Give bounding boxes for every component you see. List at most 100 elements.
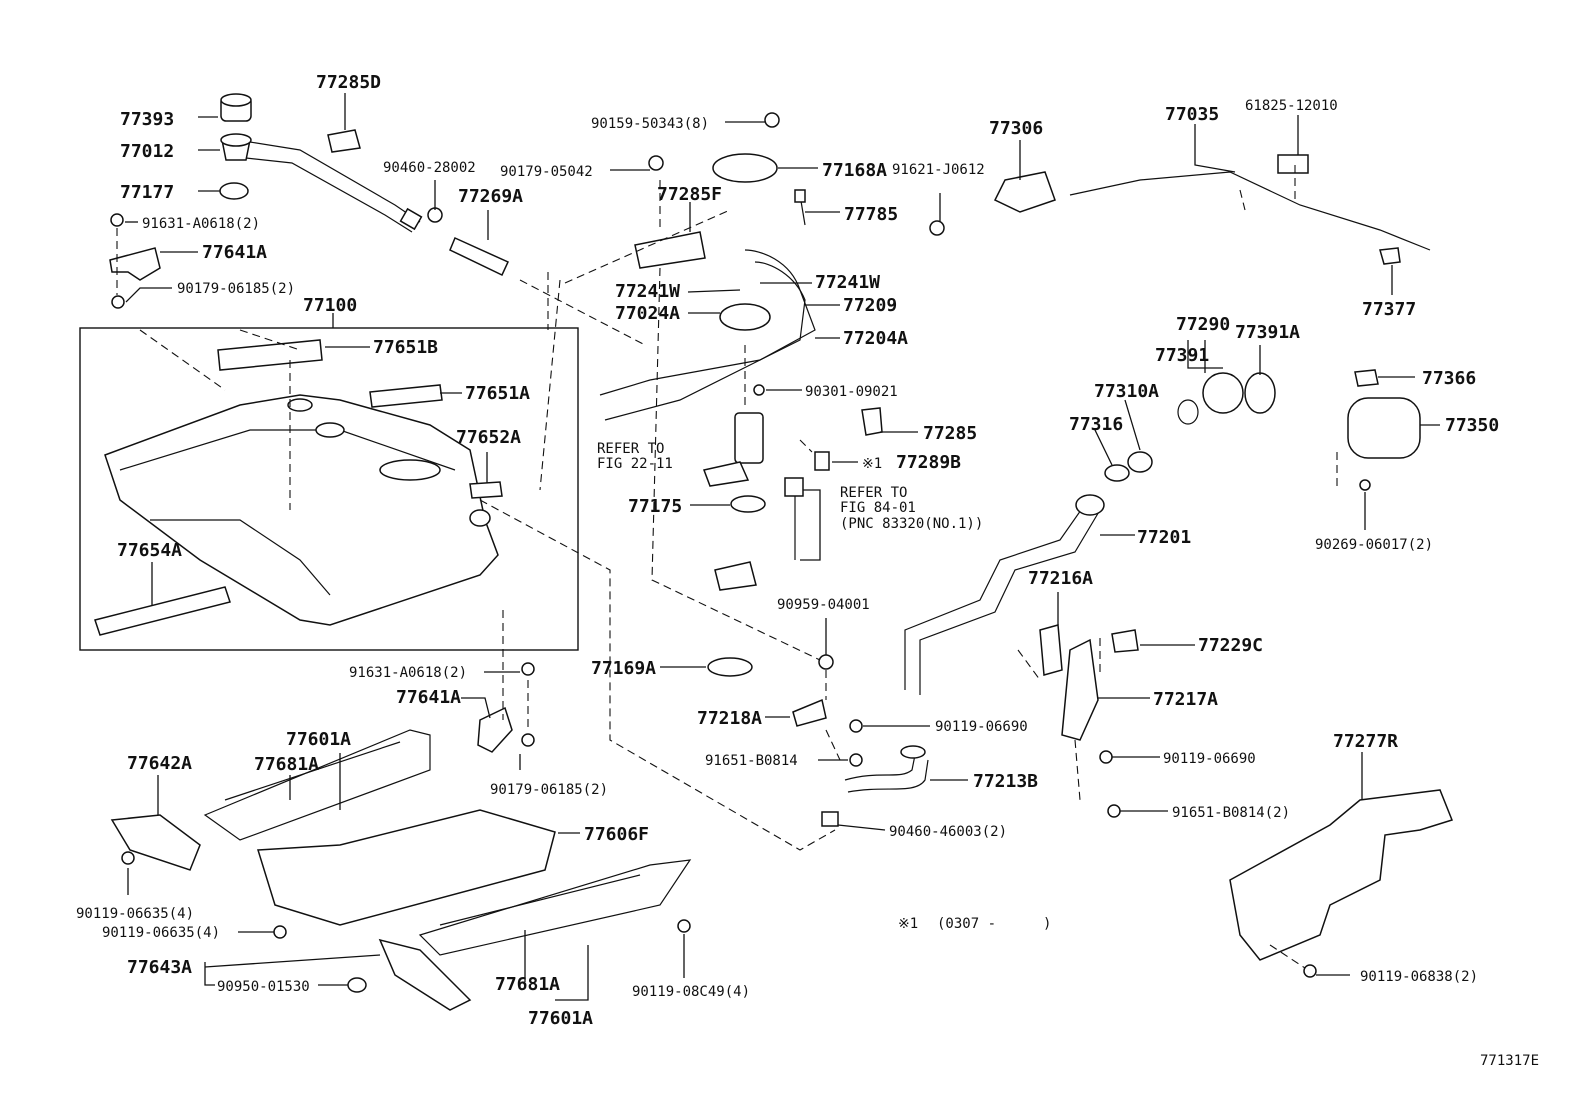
lock-77306-drawing	[993, 171, 1056, 213]
ring-77391-drawing	[1177, 399, 1199, 425]
label-77391a: 77391A	[1235, 322, 1300, 343]
strap-77601a-top-drawing	[203, 729, 431, 841]
label-77216a: 77216A	[1028, 568, 1093, 589]
bracket-top-drawing	[109, 247, 161, 281]
insulator-77652a-drawing	[469, 481, 503, 499]
parts-drawings	[79, 93, 1453, 1011]
label-77024a: 77024A	[615, 303, 680, 324]
label-77204a: 77204A	[843, 328, 908, 349]
clip-77229c-drawing	[1111, 629, 1139, 653]
nut-top-drawing	[111, 295, 125, 309]
part-labels: 77393 77285D 77012 77177 91631-A0618(2) …	[76, 72, 1539, 1069]
label-77201: 77201	[1137, 527, 1191, 548]
label-90179-06185-mid: 90179-06185(2)	[490, 782, 608, 798]
label-77229c: 77229C	[1198, 635, 1263, 656]
label-77209: 77209	[843, 295, 897, 316]
filter-drawing	[702, 461, 750, 487]
filler-neck-drawing	[220, 133, 423, 233]
cap-77290-drawing	[1202, 372, 1244, 414]
label-90179-05042: 90179-05042	[500, 164, 593, 180]
label-90119-06838: 90119-06838(2)	[1360, 969, 1478, 985]
bracket-77216a-drawing	[1039, 624, 1063, 676]
refer-fig-22-11-line1: REFER TO	[597, 441, 664, 457]
label-77290: 77290	[1176, 314, 1230, 335]
label-91631-a0618-mid: 91631-A0618(2)	[349, 665, 467, 681]
note-date-range: (0307 -	[937, 916, 996, 932]
label-77012: 77012	[120, 141, 174, 162]
label-90269-06017: 90269-06017(2)	[1315, 537, 1433, 553]
clip-90959-drawing	[818, 654, 834, 670]
bracket-77218a-drawing	[792, 698, 827, 727]
label-90119-06690-left: 90119-06690	[935, 719, 1028, 735]
label-77652a: 77652A	[456, 427, 521, 448]
note-close-paren: )	[1043, 916, 1051, 932]
label-77218a: 77218A	[697, 708, 762, 729]
clip-77285d-drawing	[327, 129, 361, 153]
bolt-91651b-drawing	[1107, 804, 1121, 818]
label-mark-1: ※1	[862, 456, 882, 472]
bolt-mid-drawing	[521, 662, 535, 676]
fuel-tank-drawing	[104, 394, 499, 626]
hose-77213b-drawing	[844, 754, 916, 781]
tube-77209-drawing	[599, 249, 816, 396]
bracket-77285-drawing	[861, 407, 883, 436]
label-90119-08c49: 90119-08C49(4)	[632, 984, 750, 1000]
label-77100: 77100	[303, 295, 357, 316]
label-91651-b0814-2: 91651-B0814(2)	[1172, 805, 1290, 821]
bolt-90119-06635b-drawing	[273, 925, 287, 939]
protector-77643a-drawing	[378, 938, 472, 1011]
refer-fig-84-01-line3: (PNC 83320(NO.1))	[840, 516, 983, 532]
label-90460-28002: 90460-28002	[383, 160, 476, 176]
label-77241w-left: 77241W	[615, 281, 680, 302]
label-77785: 77785	[844, 204, 898, 225]
label-77651a: 77651A	[465, 383, 530, 404]
label-90159-50343: 90159-50343(8)	[591, 116, 709, 132]
label-77350: 77350	[1445, 415, 1499, 436]
label-77316: 77316	[1069, 414, 1123, 435]
insulator-77651a-drawing	[369, 384, 443, 408]
label-91651-b0814: 91651-B0814	[705, 753, 798, 769]
nut-mid-drawing	[521, 733, 535, 747]
screw-91621-drawing	[929, 220, 945, 236]
label-77285f: 77285F	[657, 184, 722, 205]
sender-drawing	[714, 561, 757, 591]
label-91631-a0618-top: 91631-A0618(2)	[142, 216, 260, 232]
label-91621-j0612: 91621-J0612	[892, 162, 985, 178]
clip-77377-drawing	[1379, 247, 1401, 265]
label-77310a: 77310A	[1094, 381, 1159, 402]
bolt-90119-06635a-drawing	[121, 851, 135, 865]
label-77642a: 77642A	[127, 753, 192, 774]
label-77643a: 77643A	[127, 957, 192, 978]
label-77366: 77366	[1422, 368, 1476, 389]
clamp-77175-drawing	[730, 495, 766, 513]
screw-90119-06838-drawing	[1303, 964, 1317, 978]
plug-90950-drawing	[347, 977, 367, 993]
label-90301-09021: 90301-09021	[805, 384, 898, 400]
bolt-90119b-drawing	[1099, 750, 1113, 764]
tank-frame	[79, 327, 579, 651]
dashed-lines	[116, 165, 1338, 969]
label-90179-06185-top: 90179-06185(2)	[177, 281, 295, 297]
label-77606f: 77606F	[584, 824, 649, 845]
bolt-90119a-drawing	[849, 719, 863, 733]
heat-insulator-77606f-drawing	[257, 809, 556, 926]
label-77277r: 77277R	[1333, 731, 1398, 752]
gasket-77169a-drawing	[707, 657, 753, 677]
clip-77289b-drawing	[814, 451, 830, 471]
gauge-77024a-drawing	[719, 303, 771, 331]
liner-77277r-drawing	[1229, 789, 1453, 961]
label-77269a: 77269A	[458, 186, 523, 207]
bolt-90159-drawing	[764, 112, 780, 128]
label-77601a-bottom: 77601A	[528, 1008, 593, 1029]
label-77035: 77035	[1165, 104, 1219, 125]
label-77306: 77306	[989, 118, 1043, 139]
label-77377: 77377	[1362, 299, 1416, 320]
bolt-90119-08c49-drawing	[677, 919, 691, 933]
label-77641a-mid: 77641A	[396, 687, 461, 708]
bracket-77217a-drawing	[1061, 638, 1099, 741]
label-77654a: 77654A	[117, 540, 182, 561]
insulator-77654a-drawing	[94, 586, 231, 636]
bracket-mid-drawing	[477, 706, 513, 753]
label-77285d: 77285D	[316, 72, 381, 93]
